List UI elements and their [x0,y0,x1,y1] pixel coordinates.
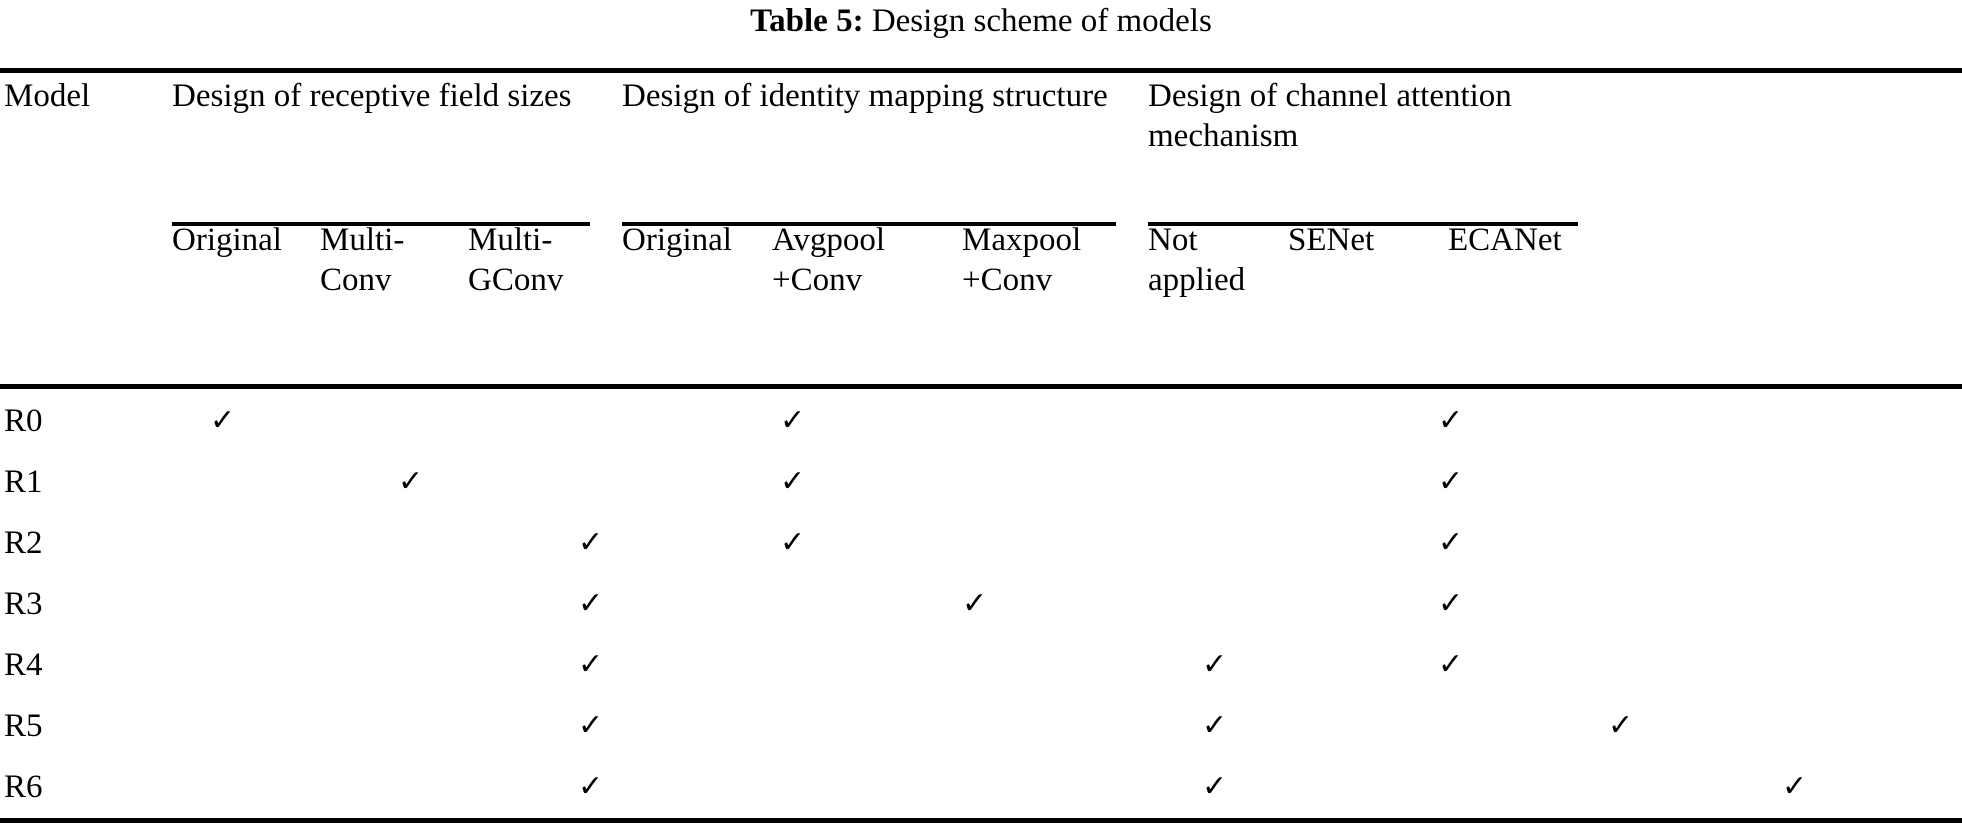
group-rule-receptive-field [172,222,590,226]
row-label-r4: R4 [4,647,43,683]
row-label-r3: R3 [4,586,43,622]
group-rule-identity-mapping [622,222,1116,226]
group-header-channel-attention: Design of channel attention mechanism [1148,78,1512,154]
cell-r4-multi-gconv: ✓ [578,647,604,682]
group-rule-channel-attention [1148,222,1578,226]
subcolumn-header-line2: +Conv [772,262,863,298]
subcolumn-header-maxpool-conv: Maxpool +Conv [962,220,1081,300]
row-label-r6: R6 [4,769,43,805]
cell-r2-not-applied: ✓ [1438,525,1464,560]
table-row: R2 ✓ ✓ ✓ [0,520,1962,582]
subcolumn-header-line1: Multi- [468,222,553,258]
cell-r1-multi-conv: ✓ [398,464,424,499]
subcolumn-header-avgpool-conv: Avgpool +Conv [772,220,885,300]
subcolumn-header-line1: Original [622,222,732,258]
subcolumn-header-line1: Original [172,222,282,258]
table-row: R6 ✓ ✓ ✓ [0,764,1962,826]
cell-r6-multi-gconv: ✓ [578,769,604,804]
cell-r5-senet: ✓ [1608,708,1634,743]
row-label-r5: R5 [4,708,43,744]
subcolumn-header-line1: Avgpool [772,222,886,258]
row-label-r2: R2 [4,525,43,561]
row-label-r0: R0 [4,403,43,439]
table-row: R5 ✓ ✓ ✓ [0,703,1962,765]
table-bottom-rule [0,818,1962,823]
subcolumn-header-line1: Maxpool [962,222,1082,258]
cell-r3-multi-gconv: ✓ [578,586,604,621]
subcolumn-header-line1: Multi- [320,222,405,258]
row-label-r1: R1 [4,464,43,500]
cell-r2-multi-gconv: ✓ [578,525,604,560]
cell-r0-original-rf: ✓ [210,403,236,438]
cell-r4-maxpool-conv: ✓ [1202,647,1228,682]
subcolumn-header-line2: GConv [468,262,564,298]
cell-r0-not-applied: ✓ [1438,403,1464,438]
subcolumn-header-multi-gconv: Multi- GConv [468,220,563,300]
subcolumn-header-line1: SENet [1288,222,1375,258]
subcolumn-header-senet: SENet [1288,220,1374,260]
cell-r4-not-applied: ✓ [1438,647,1464,682]
table-caption-text: Design scheme of models [871,3,1212,39]
cell-r5-multi-gconv: ✓ [578,708,604,743]
table-caption: Table 5: Design scheme of models [0,2,1962,40]
subcolumn-header-line1: ECANet [1448,222,1562,258]
table-row: R0 ✓ ✓ ✓ [0,398,1962,460]
cell-r2-original-im: ✓ [780,525,806,560]
subcolumn-header-ecanet: ECANet [1448,220,1562,260]
group-header-identity-mapping: Design of identity mapping structure [622,78,1108,114]
subcolumn-header-multi-conv: Multi- Conv [320,220,404,300]
subcolumn-header-line1: Not [1148,222,1198,258]
subcolumn-header-not-applied: Not applied [1148,220,1245,300]
cell-r0-original-im: ✓ [780,403,806,438]
cell-r3-not-applied: ✓ [1438,586,1464,621]
table-row: R1 ✓ ✓ ✓ [0,459,1962,521]
cell-r3-avgpool-conv: ✓ [962,586,988,621]
subcolumn-header-line2: Conv [320,262,392,298]
column-header-model: Model [4,78,91,114]
table-caption-label: Table 5: [750,3,864,39]
cell-r1-not-applied: ✓ [1438,464,1464,499]
cell-r5-maxpool-conv: ✓ [1202,708,1228,743]
cell-r6-maxpool-conv: ✓ [1202,769,1228,804]
table-header-rule [0,384,1962,389]
subcolumn-header-original-rf: Original [172,220,282,260]
subcolumn-header-line2: applied [1148,262,1246,298]
table-row: R3 ✓ ✓ ✓ [0,581,1962,643]
table-top-rule [0,68,1962,73]
cell-r6-ecanet: ✓ [1782,769,1808,804]
cell-r1-original-im: ✓ [780,464,806,499]
subcolumn-header-line2: +Conv [962,262,1053,298]
group-header-receptive-field: Design of receptive field sizes [172,78,572,114]
subcolumn-header-original-im: Original [622,220,732,260]
table-row: R4 ✓ ✓ ✓ [0,642,1962,704]
